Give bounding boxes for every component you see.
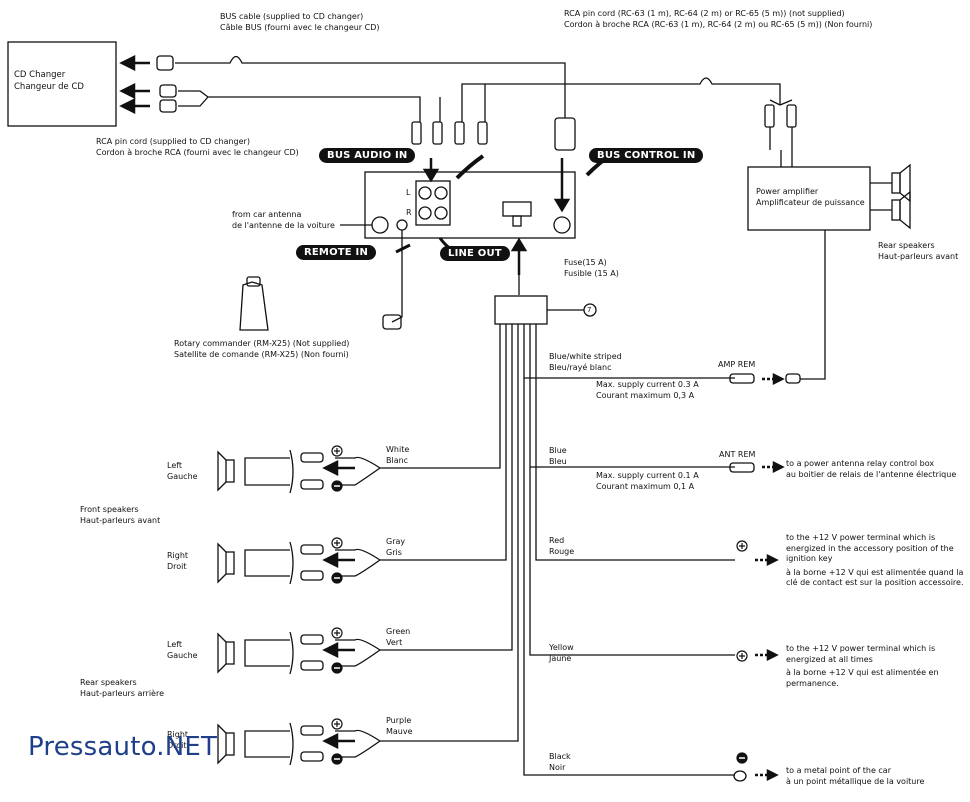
connector-number: 7	[587, 306, 592, 314]
harness-connector	[494, 295, 548, 325]
channel-l-label: L	[406, 188, 411, 197]
line-out-badge: LINE OUT	[440, 246, 510, 261]
rotary-commander-label: Rotary commander (RM-X25) (Not supplied)…	[174, 339, 350, 359]
head-unit	[364, 171, 576, 239]
remote-in-badge: REMOTE IN	[296, 245, 377, 260]
rca-not-supplied-label: RCA pin cord (RC-63 (1 m), RC-64 (2 m) o…	[564, 9, 873, 29]
ant-rem-label: ANT REM	[719, 450, 756, 459]
amp-rem-label: AMP REM	[718, 360, 756, 369]
power-amplifier-box	[747, 166, 871, 231]
cd-changer-box	[7, 41, 117, 127]
bus-audio-in-badge: BUS AUDIO IN	[319, 148, 416, 163]
speaker-wiring-left	[217, 449, 470, 766]
fuse-label: Fuse(15 A)Fusible (15 A)	[564, 258, 619, 278]
rca-changer-label: RCA pin cord (supplied to CD changer)Cor…	[96, 137, 299, 157]
bus-control-in-badge: BUS CONTROL IN	[589, 148, 704, 163]
watermark: Pressauto.NET	[28, 732, 218, 762]
bus-cable-label: BUS cable (supplied to CD changer)Câble …	[220, 12, 380, 32]
channel-r-label: R	[406, 208, 412, 217]
